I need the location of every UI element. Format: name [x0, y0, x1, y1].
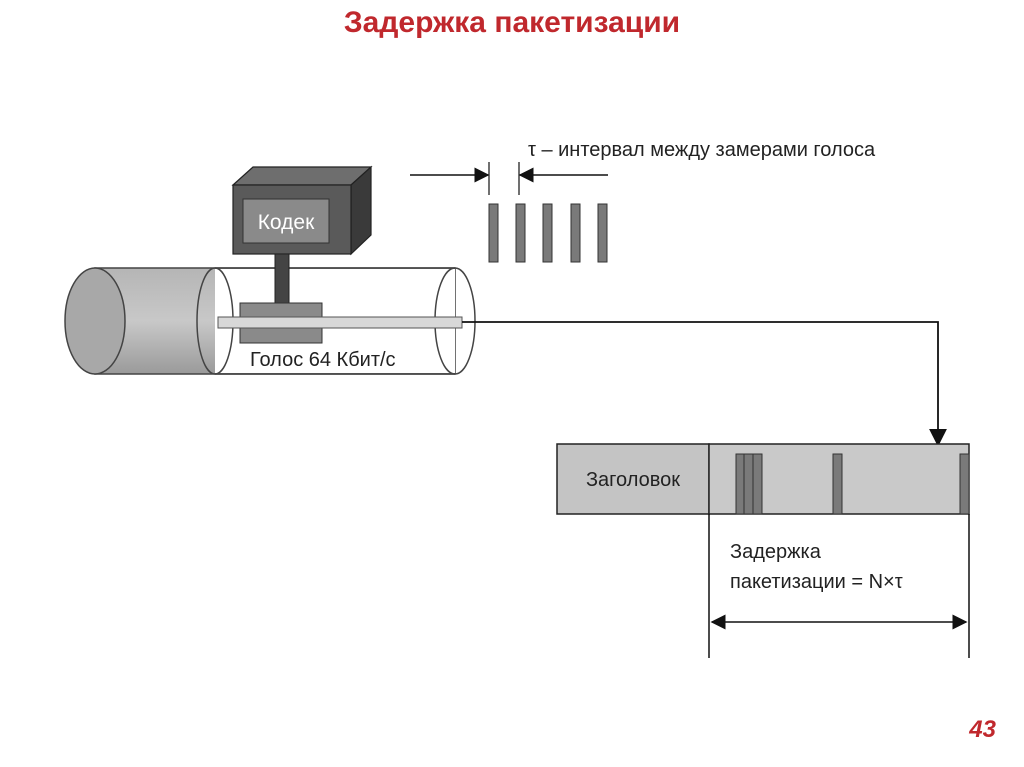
voice-sample: [542, 203, 553, 263]
tau-description: τ – интервал между замерами голоса: [528, 139, 876, 161]
voice-sample: [570, 203, 581, 263]
delay-label-line2: пакетизации = N×τ: [730, 571, 903, 593]
codec-label: Кодек: [258, 211, 315, 234]
codec-box: Кодек: [231, 165, 373, 256]
codec-stem: [274, 253, 290, 305]
payload-sample: [832, 453, 843, 515]
voice-rate-label: Голос 64 Кбит/с: [250, 349, 396, 371]
packet-header: [556, 443, 710, 515]
voice-sample: [488, 203, 499, 263]
voice-wire: [217, 316, 463, 329]
payload-sample: [959, 453, 970, 515]
payload-sample-group: [735, 453, 763, 515]
delay-label-line1: Задержка: [730, 541, 822, 563]
voice-samples: [488, 203, 608, 263]
voice-sample: [597, 203, 608, 263]
signal-path-line: [462, 321, 947, 447]
voice-sample: [515, 203, 526, 263]
slide-title: Задержка пакетизации: [343, 6, 681, 39]
header-label: Заголовок: [586, 469, 680, 491]
packet: Заголовок: [556, 443, 970, 515]
page-number: 43: [969, 716, 996, 743]
